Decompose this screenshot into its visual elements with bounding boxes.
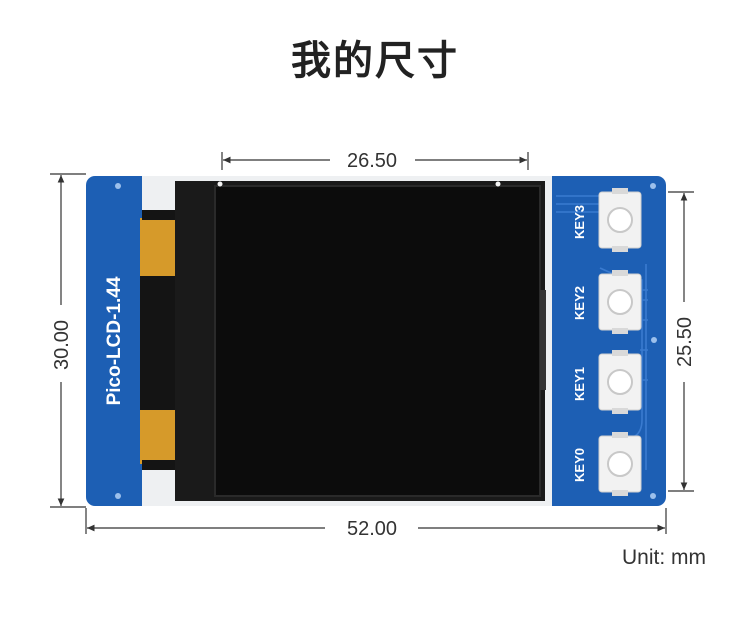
via	[115, 493, 121, 499]
key-span-value: 25.50	[674, 317, 696, 367]
dimension-board-height	[50, 173, 86, 508]
lcd-corner-dot	[217, 181, 223, 187]
unit-label: Unit: mm	[622, 546, 706, 569]
key3-button	[598, 188, 642, 252]
key2-label: KEY2	[572, 286, 587, 320]
lcd-module	[175, 181, 546, 501]
page-title: 我的尺寸	[291, 38, 459, 84]
lcd-side-tab	[540, 290, 546, 390]
key3-label: KEY3	[572, 205, 587, 239]
key0-label: KEY0	[572, 448, 587, 482]
via	[650, 183, 656, 189]
lcd-corner-dot	[495, 181, 501, 187]
key-buttons	[598, 188, 642, 496]
flex-edge-bottom	[142, 460, 178, 470]
key2-button	[598, 270, 642, 334]
dimension-key-span	[668, 191, 694, 492]
key1-label: KEY1	[572, 367, 587, 401]
via	[651, 337, 657, 343]
dimension-board-width	[85, 508, 667, 534]
key0-button	[598, 432, 642, 496]
dimension-screen-width	[221, 152, 529, 170]
board-height-value: 30.00	[51, 320, 73, 370]
key1-button	[598, 350, 642, 414]
board-name-label: Pico-LCD-1.44	[104, 276, 125, 405]
board-width-value: 52.00	[347, 518, 397, 540]
screen-width-value: 26.50	[347, 150, 397, 172]
via	[115, 183, 121, 189]
lcd-screen	[214, 185, 541, 497]
flex-edge-top	[142, 210, 178, 220]
via	[650, 493, 656, 499]
